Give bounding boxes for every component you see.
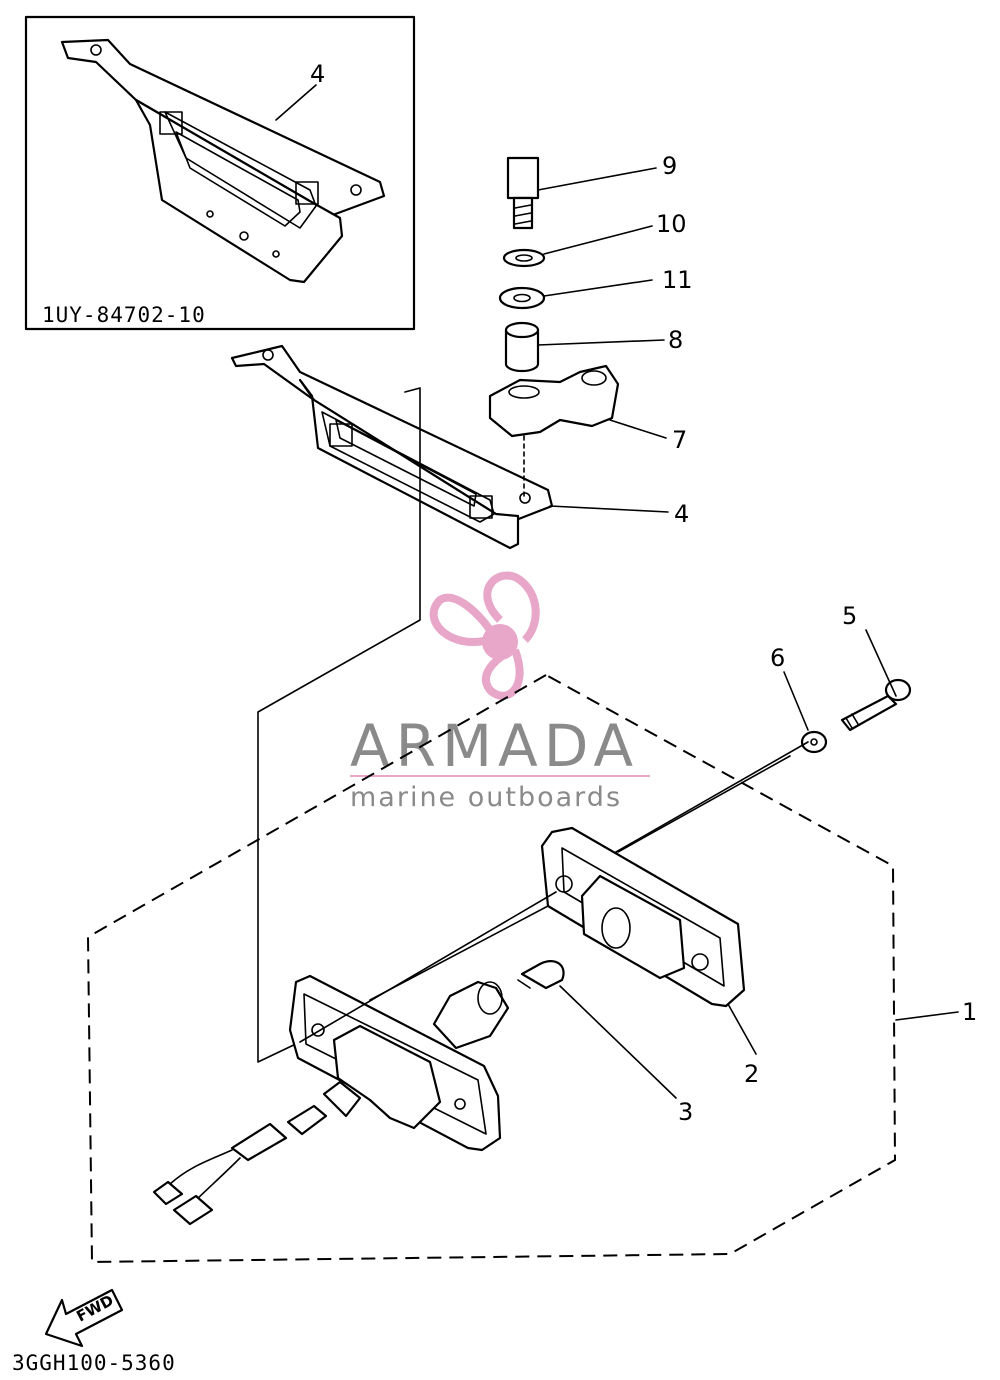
callout-10: 10 — [656, 210, 687, 238]
bracket-part-4 — [230, 344, 554, 1063]
watermark-brand: ARMADA — [350, 712, 639, 780]
propeller-logo-icon — [429, 571, 540, 700]
callout-3: 3 — [678, 1098, 693, 1126]
callout-5: 5 — [842, 602, 857, 630]
inset-callout-4: 4 — [310, 60, 325, 88]
bolt-part-9 — [506, 156, 540, 230]
collar-part-8 — [504, 321, 540, 373]
callout-7: 7 — [672, 426, 687, 454]
inset-bracket — [60, 38, 386, 284]
lens-part-2 — [540, 826, 746, 1008]
inset-part-code: 1UY-84702-10 — [42, 303, 206, 327]
fwd-arrow-icon: FWD — [44, 1288, 124, 1348]
callout-2: 2 — [744, 1060, 759, 1088]
callout-9: 9 — [662, 152, 677, 180]
bulb-part-3 — [517, 960, 565, 990]
inset-panel: 4 1UY-84702-10 — [24, 15, 416, 331]
callout-6: 6 — [770, 644, 785, 672]
lock-washer-part-10 — [502, 248, 546, 268]
armada-watermark: ARMADA marine outboards — [350, 571, 650, 813]
lamp-housing-part-1 — [152, 974, 510, 1226]
flat-washer-part-11 — [498, 286, 546, 310]
washer-part-6 — [800, 730, 828, 754]
callout-1: 1 — [962, 998, 977, 1026]
screw-part-5 — [840, 678, 912, 732]
callout-11: 11 — [662, 266, 693, 294]
arm-part-7 — [488, 364, 620, 438]
callout-4: 4 — [674, 500, 689, 528]
watermark-tagline: marine outboards — [350, 782, 622, 813]
callout-8: 8 — [668, 326, 683, 354]
drawing-code: 3GGH100-5360 — [12, 1351, 176, 1375]
